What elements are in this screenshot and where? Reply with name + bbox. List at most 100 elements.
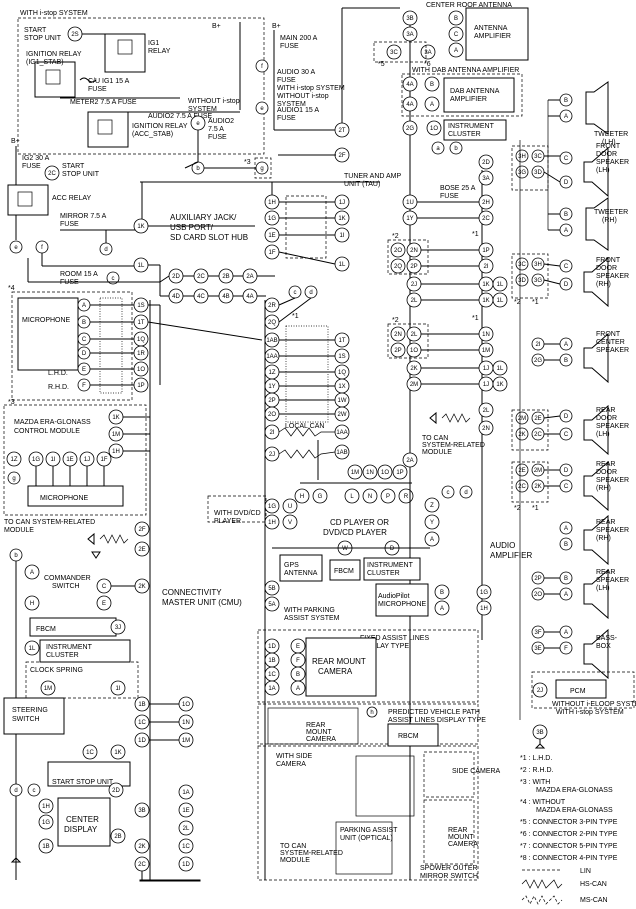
svg-text:2T: 2T <box>338 128 345 134</box>
svg-text:1G: 1G <box>32 457 40 463</box>
svg-text:2Q: 2Q <box>394 264 402 270</box>
svg-text:1K: 1K <box>114 750 121 756</box>
svg-text:1L: 1L <box>497 298 504 304</box>
svg-text:C: C <box>564 264 569 270</box>
cmu-main-pins: 1AB 1AA 1Z 1Y 2P 2O 2I 2J <box>264 332 280 462</box>
svg-text:2C: 2C <box>48 171 56 177</box>
svg-text:A: A <box>454 48 458 54</box>
svg-text:A: A <box>430 102 434 108</box>
svg-text:1J: 1J <box>483 382 489 388</box>
svg-text:B: B <box>564 576 568 582</box>
meter2-fuse: METER2 7.5 A FUSE <box>70 99 137 106</box>
svg-text:4A: 4A <box>406 82 413 88</box>
svg-text:C: C <box>564 432 569 438</box>
svg-text:V: V <box>288 520 292 526</box>
acc-relay-box <box>7 184 49 216</box>
svg-text:A: A <box>564 526 568 532</box>
svg-text:2M: 2M <box>534 468 542 474</box>
acc-relay: ACC RELAY <box>52 195 91 202</box>
svg-text:d: d <box>14 788 17 794</box>
svg-text:B: B <box>454 16 458 22</box>
svg-text:1I: 1I <box>115 686 120 692</box>
audio2-fuse-left: AUDIO2 7.5 A FUSE <box>148 113 213 120</box>
svg-text:A: A <box>564 630 568 636</box>
svg-text:1O: 1O <box>137 367 145 373</box>
legend-item-8: *8 : CONNECTOR 4-PIN TYPE <box>520 855 618 862</box>
svg-text:1N: 1N <box>482 332 490 338</box>
svg-text:D: D <box>564 468 569 474</box>
svg-text:2E: 2E <box>138 547 145 553</box>
svg-text:2P: 2P <box>534 576 541 582</box>
svg-text:3A: 3A <box>406 32 413 38</box>
microphone-1: MICROPHONE <box>22 317 71 324</box>
legend-hs-can: HS-CAN <box>580 881 607 888</box>
svg-text:5B: 5B <box>268 586 275 592</box>
svg-text:4D: 4D <box>172 294 180 300</box>
svg-text:E: E <box>82 367 86 373</box>
svg-text:1C: 1C <box>138 720 146 726</box>
legend-hs-can-symbol <box>521 879 563 889</box>
svg-text:2G: 2G <box>534 358 542 364</box>
svg-text:1M: 1M <box>482 348 490 354</box>
svg-text:2H: 2H <box>482 200 490 206</box>
svg-text:4C: 4C <box>197 294 205 300</box>
bplus3: B+ <box>272 23 281 30</box>
svg-text:2J: 2J <box>411 282 417 288</box>
svg-text:*1: *1 <box>532 505 539 512</box>
svg-text:1O: 1O <box>381 470 389 476</box>
svg-text:1Y: 1Y <box>406 216 413 222</box>
svg-text:F: F <box>296 658 300 664</box>
svg-text:B: B <box>82 320 86 326</box>
svg-text:1B: 1B <box>268 658 275 664</box>
start-stop-unit-3: START STOP UNIT <box>52 779 114 786</box>
tweeter-lh: TWEETER(LH) <box>594 131 628 146</box>
svg-text:A: A <box>564 114 568 120</box>
mic-pins: A B C D E F <box>77 298 91 392</box>
svg-text:3B: 3B <box>406 16 413 22</box>
svg-text:*2: *2 <box>514 505 521 512</box>
svg-text:1U: 1U <box>406 200 414 206</box>
ignition-relay-acc: IGNITION RELAY(ACC_STAB) <box>132 123 188 138</box>
svg-text:1Y: 1Y <box>268 384 275 390</box>
svg-text:W: W <box>342 546 348 552</box>
istop-title: WITH i-stop SYSTEM <box>20 10 88 17</box>
svg-text:E: E <box>296 644 300 650</box>
svg-text:1G: 1G <box>42 820 50 826</box>
aux-jack: AUXILIARY JACK/USB PORT/SD CARD SLOT HUB <box>170 213 248 242</box>
svg-text:d: d <box>104 247 107 253</box>
ignition-relay-acc-box <box>87 111 129 148</box>
svg-text:1A: 1A <box>182 790 189 796</box>
svg-text:1T: 1T <box>338 338 345 344</box>
svg-text:1N: 1N <box>366 470 374 476</box>
conn-e-left <box>9 240 23 254</box>
svg-text:*1: *1 <box>532 299 539 306</box>
svg-text:2W: 2W <box>338 412 347 418</box>
svg-text:A: A <box>82 303 86 309</box>
conn-c-left <box>106 271 120 285</box>
svg-text:L: L <box>350 494 354 500</box>
svg-text:1J: 1J <box>483 366 489 372</box>
svg-text:D: D <box>564 282 569 288</box>
svg-text:1N: 1N <box>182 720 190 726</box>
svg-text:2K: 2K <box>410 366 417 372</box>
svg-text:d: d <box>464 490 467 496</box>
svg-text:1W: 1W <box>338 398 347 404</box>
